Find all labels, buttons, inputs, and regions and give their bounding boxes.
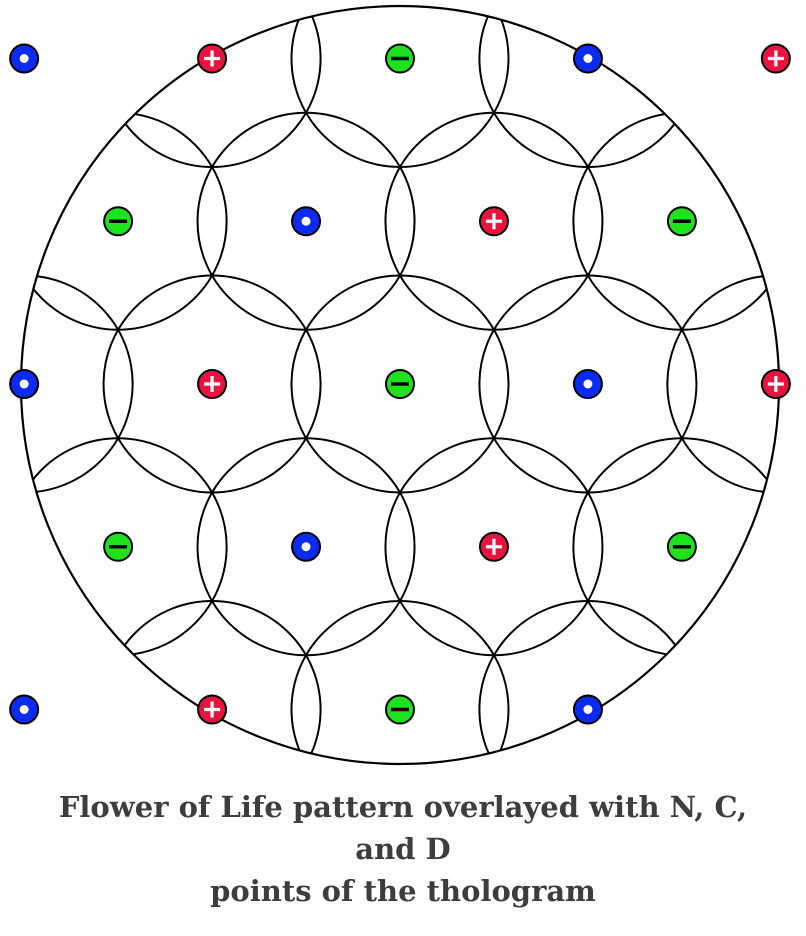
positive-point-marker — [760, 369, 791, 399]
neutral-dot — [583, 705, 593, 714]
negative-point-marker — [103, 531, 134, 562]
plus-sign — [767, 50, 784, 67]
pattern-circle — [478, 6, 698, 168]
plus-sign — [204, 376, 221, 392]
plus-sign — [485, 213, 502, 230]
pattern-circle — [290, 600, 510, 764]
positive-point-marker — [478, 531, 509, 562]
neutral-point-marker — [572, 43, 603, 74]
pattern-circle — [21, 6, 134, 168]
neutral-point-marker — [572, 694, 603, 725]
negative-point-marker — [666, 206, 697, 237]
negative-point-marker — [385, 694, 415, 725]
neutral-point-marker — [9, 694, 40, 725]
pattern-circle — [0, 0, 39, 4]
caption-line-2: points of the thologram — [210, 874, 596, 908]
pattern-circle — [21, 111, 40, 331]
plus-sign — [767, 376, 784, 392]
plus-sign — [204, 50, 221, 67]
negative-point-marker — [103, 206, 134, 237]
pattern-circle — [385, 0, 602, 4]
neutral-dot — [583, 54, 593, 63]
positive-point-marker — [197, 43, 228, 74]
neutral-dot — [583, 379, 593, 389]
pattern-circle — [21, 600, 134, 764]
neutral-dot — [19, 54, 29, 63]
pattern-circle — [666, 6, 779, 168]
plus-sign — [485, 538, 502, 555]
caption-line-1: Flower of Life pattern overlayed with N,… — [58, 790, 748, 866]
neutral-point-marker — [9, 43, 40, 74]
negative-point-marker — [385, 43, 415, 74]
flower-of-life-diagram — [0, 0, 791, 766]
negative-point-marker — [385, 369, 415, 399]
neutral-dot — [19, 379, 29, 389]
pattern-circle — [102, 600, 322, 764]
neutral-point-marker — [9, 369, 40, 399]
neutral-dot — [19, 705, 29, 714]
diagram-caption: Flower of Life pattern overlayed with N,… — [40, 786, 766, 912]
positive-point-marker — [197, 369, 228, 399]
pattern-circle — [10, 0, 227, 4]
neutral-point-marker — [291, 531, 322, 562]
neutral-point-marker — [291, 206, 322, 237]
neutral-dot — [301, 216, 311, 226]
positive-point-marker — [197, 694, 228, 725]
negative-point-marker — [666, 531, 697, 562]
positive-point-marker — [760, 43, 791, 74]
pattern-circle — [102, 6, 322, 168]
positive-point-marker — [478, 206, 509, 237]
pattern-circle — [198, 0, 415, 4]
thologram-points — [9, 43, 791, 725]
plus-sign — [204, 701, 221, 718]
neutral-dot — [301, 542, 311, 552]
pattern-circle — [290, 6, 510, 168]
pattern-circle — [21, 437, 40, 657]
neutral-point-marker — [572, 369, 603, 399]
pattern-circle — [573, 0, 790, 4]
pattern-circle — [478, 600, 698, 764]
